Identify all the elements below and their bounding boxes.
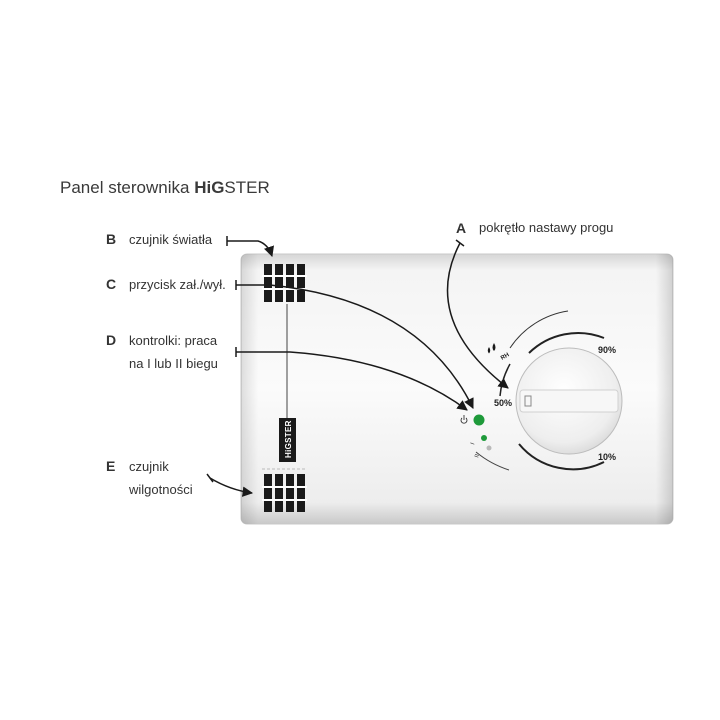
callout-a-letter: A <box>456 220 467 236</box>
callout-e-label-line2: wilgotności <box>129 482 193 497</box>
sensor-rh-label: RH <box>500 352 511 362</box>
callout-b-label: czujnik światła <box>129 232 213 247</box>
leader-e <box>206 473 254 497</box>
dial-scale-arc-bottom <box>475 451 510 471</box>
dial-scale-arc-lower <box>518 443 605 471</box>
callout-c-letter: C <box>106 276 117 292</box>
brand-badge: HiGSTER <box>279 418 296 462</box>
callout-a-label: pokrętło nastawy progu <box>479 220 614 235</box>
humidity-drops-icon <box>487 343 496 354</box>
leader-a <box>446 239 509 389</box>
threshold-knob[interactable] <box>515 347 623 455</box>
dial-label-mid: 50% <box>494 398 512 408</box>
callout-c-label: przycisk zał./wył. <box>129 277 226 292</box>
indicator-label-first: I <box>470 442 476 446</box>
dial-scale-arc <box>528 331 605 354</box>
leader-d <box>235 347 468 411</box>
leader-b <box>226 236 274 257</box>
led-second-speed <box>486 445 492 451</box>
callout-e-label-line1: czujnik <box>129 459 169 474</box>
brand-badge-text: HiGSTER <box>284 420 293 458</box>
dial-label-min: 10% <box>598 452 616 462</box>
page-title: Panel sterownika HiGSTER <box>60 178 270 197</box>
led-first-speed <box>481 435 487 441</box>
controller-panel <box>240 253 674 525</box>
callout-d-label-line1: kontrolki: praca <box>129 333 218 348</box>
leader-c <box>235 280 474 409</box>
callout-d-label-line2: na I lub II biegu <box>129 356 218 371</box>
slot-icon <box>524 395 532 407</box>
dial-scale-arc-upper <box>509 310 569 349</box>
power-icon <box>460 415 468 424</box>
callout-b-letter: B <box>106 231 117 247</box>
humidity-sensor-vent <box>262 468 307 512</box>
dial-label-max: 90% <box>598 345 616 355</box>
power-button[interactable] <box>473 414 485 426</box>
callout-d-letter: D <box>106 332 117 348</box>
callout-e-letter: E <box>106 458 116 474</box>
indicator-label-second: II <box>474 453 481 458</box>
